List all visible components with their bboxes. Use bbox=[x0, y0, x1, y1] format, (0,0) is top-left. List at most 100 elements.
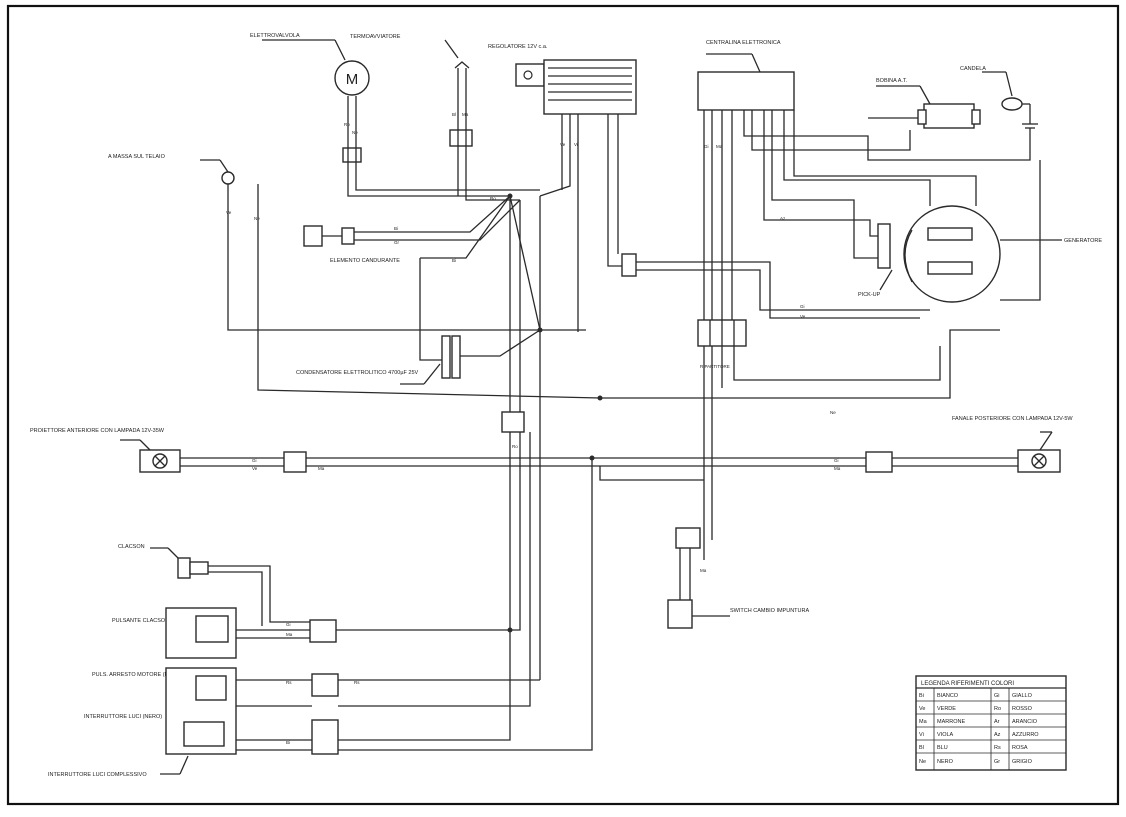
legend-row: Bi BIANCO Gi GIALLO bbox=[919, 693, 1033, 699]
centralina-label: CENTRALINA ELETTRONICA bbox=[706, 40, 781, 46]
proiettore: PROIETTORE ANTERIORE CON LAMPADA 12V-35W bbox=[30, 428, 181, 473]
diagram-frame bbox=[6, 4, 1120, 806]
wire-code: Gr bbox=[394, 240, 400, 245]
svg-text:Bl: Bl bbox=[919, 745, 924, 751]
bobina: BOBINA A.T. bbox=[876, 78, 981, 129]
regolatore: REGOLATORE 12V c.a. bbox=[488, 44, 637, 115]
generatore: GENERATORE bbox=[903, 205, 1102, 303]
wire-code: Ne bbox=[352, 130, 358, 135]
wiring bbox=[180, 68, 1041, 751]
legend-row: Vi VIOLA Az AZZURRO bbox=[919, 732, 1039, 738]
wire-code: Ro bbox=[490, 196, 496, 201]
wire-code: Ro bbox=[512, 444, 518, 449]
svg-text:Gi: Gi bbox=[994, 693, 1000, 699]
pulsante-arresto: PULS. ARRESTO MOTORE (ROSSO) INTERRUTTOR… bbox=[48, 667, 237, 778]
candela-label: CANDELA bbox=[960, 66, 986, 72]
wire-code: Gi bbox=[252, 458, 257, 463]
interruttore-luci-label: INTERRUTTORE LUCI (NERO) bbox=[84, 714, 162, 720]
svg-text:Gr: Gr bbox=[994, 759, 1000, 765]
svg-text:GIALLO: GIALLO bbox=[1012, 693, 1033, 699]
svg-text:Az: Az bbox=[994, 732, 1001, 738]
switch-label: SWITCH CAMBIO IMPUNTURA bbox=[730, 608, 809, 614]
wire-code: Ne bbox=[830, 410, 836, 415]
wire-codes: Ro Ne Bl Ma Ro Ve Vi Gi Ma Ve Ne Bi Gr B… bbox=[226, 112, 841, 745]
wire-code: Gi bbox=[286, 622, 291, 627]
legend-row: Ma MARRONE Ar ARANCIO bbox=[919, 719, 1038, 725]
wire-code: Ma bbox=[834, 466, 841, 471]
switch: SWITCH CAMBIO IMPUNTURA bbox=[667, 599, 809, 629]
connectors bbox=[283, 253, 893, 755]
wire-code: Ma bbox=[462, 112, 469, 117]
bobina-label: BOBINA A.T. bbox=[876, 78, 908, 84]
svg-text:Ro: Ro bbox=[994, 706, 1001, 712]
wire-code: Rs bbox=[354, 680, 360, 685]
elemento-candurante: ELEMENTO CANDURANTE bbox=[303, 225, 400, 264]
termoavviatore-label: TERMOAVVIATORE bbox=[350, 34, 401, 40]
svg-text:BIANCO: BIANCO bbox=[937, 693, 959, 699]
wire-code: Ve bbox=[252, 466, 258, 471]
wire-code: Gi bbox=[834, 458, 839, 463]
generatore-label: GENERATORE bbox=[1064, 238, 1102, 244]
svg-text:VERDE: VERDE bbox=[937, 706, 956, 712]
wire-code: Ma bbox=[318, 466, 325, 471]
svg-text:Ma: Ma bbox=[919, 719, 928, 725]
claxon: CLACSON bbox=[118, 544, 209, 579]
svg-text:Rs: Rs bbox=[994, 745, 1001, 751]
svg-text:ARANCIO: ARANCIO bbox=[1012, 719, 1038, 725]
svg-text:BLU: BLU bbox=[937, 745, 948, 751]
wire-code: Gi bbox=[800, 304, 805, 309]
wire-code: Ve bbox=[800, 314, 806, 319]
svg-text:VIOLA: VIOLA bbox=[937, 732, 954, 738]
elettrovalvola: M ELETTROVALVOLA bbox=[250, 33, 370, 163]
claxon-label: CLACSON bbox=[118, 544, 145, 550]
wire-code: Ve bbox=[560, 142, 566, 147]
wire-code: Bl bbox=[452, 112, 456, 117]
pick-up: PICK-UP bbox=[858, 223, 893, 298]
fanale-label: FANALE POSTERIORE CON LAMPADA 12V-5W bbox=[952, 416, 1073, 422]
svg-text:Ve: Ve bbox=[919, 706, 925, 712]
interruttore-complessivo-label: INTERRUTTORE LUCI COMPLESSIVO bbox=[48, 772, 147, 778]
svg-text:NERO: NERO bbox=[937, 759, 954, 765]
svg-text:Ne: Ne bbox=[919, 759, 926, 765]
centralina: CENTRALINA ELETTRONICA bbox=[697, 40, 795, 111]
pulsante-claxon: PULSANTE CLACSON bbox=[112, 607, 237, 659]
termoavviatore: TERMOAVVIATORE bbox=[350, 34, 473, 147]
svg-text:ROSSO: ROSSO bbox=[1012, 706, 1033, 712]
condensatore-label: CONDENSATORE ELETTROLITICO 4700µF 25V bbox=[296, 370, 418, 376]
pulsante-arresto-label: PULS. ARRESTO MOTORE (ROSSO) bbox=[92, 672, 186, 678]
legend-row: Ve VERDE Ro ROSSO bbox=[919, 706, 1033, 712]
regolatore-label: REGOLATORE 12V c.a. bbox=[488, 44, 548, 50]
svg-text:MARRONE: MARRONE bbox=[937, 719, 965, 725]
wire-code: Az bbox=[780, 216, 786, 221]
wire-code: Bi bbox=[286, 740, 290, 745]
wire-code: Bi bbox=[452, 258, 456, 263]
wire-code: Bi bbox=[394, 226, 398, 231]
legend-row: Bl BLU Rs ROSA bbox=[919, 745, 1028, 751]
fanale: FANALE POSTERIORE CON LAMPADA 12V-5W bbox=[952, 416, 1073, 473]
svg-text:AZZURRO: AZZURRO bbox=[1012, 732, 1039, 738]
wire-code: Ma bbox=[286, 632, 293, 637]
legend-title: LEGENDA RIFERIMENTI COLORI bbox=[921, 681, 1014, 687]
svg-text:ROSA: ROSA bbox=[1012, 745, 1028, 751]
candela: CANDELA bbox=[960, 66, 1038, 129]
svg-text:Vi: Vi bbox=[919, 732, 924, 738]
wire-code: Ve bbox=[226, 210, 232, 215]
motor-symbol: M bbox=[346, 71, 359, 88]
condensatore: CONDENSATORE ELETTROLITICO 4700µF 25V bbox=[296, 335, 461, 385]
massa: A MASSA SUL TELAIO bbox=[108, 154, 235, 185]
wire-code: Rs bbox=[286, 680, 292, 685]
proiettore-label: PROIETTORE ANTERIORE CON LAMPADA 12V-35W bbox=[30, 428, 165, 434]
wire-code: Ro bbox=[344, 122, 350, 127]
svg-text:GRIGIO: GRIGIO bbox=[1012, 759, 1033, 765]
wire-code: Gi bbox=[704, 144, 709, 149]
legend-row: Ne NERO Gr GRIGIO bbox=[919, 759, 1033, 765]
massa-label: A MASSA SUL TELAIO bbox=[108, 154, 166, 160]
wire-code: Vi bbox=[574, 142, 578, 147]
ripartitore-label: RIPARTITORE bbox=[700, 364, 730, 369]
elemento-label: ELEMENTO CANDURANTE bbox=[330, 258, 400, 264]
elettrovalvola-label: ELETTROVALVOLA bbox=[250, 33, 300, 39]
wire-code: Ma bbox=[700, 568, 707, 573]
svg-text:Ar: Ar bbox=[994, 719, 1000, 725]
